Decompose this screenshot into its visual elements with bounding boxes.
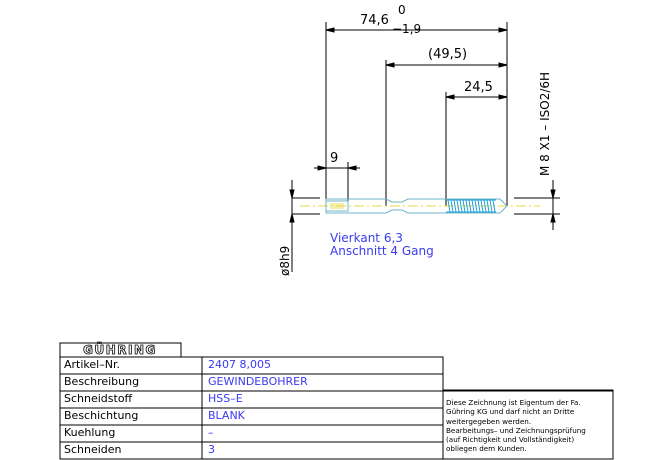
value-description: GEWINDEBOHRER <box>208 375 308 388</box>
gühring-logo: GÜHRING <box>83 342 157 357</box>
disclaimer-line: (auf Richtigkeit und Vollständigkeit) <box>446 435 575 445</box>
overall-length-tol-upper: 0 <box>398 3 406 17</box>
value-article-no: 2407 8,005 <box>208 358 271 371</box>
thread-hatch-line <box>477 199 481 213</box>
tap-outline <box>325 198 508 214</box>
square-drive-face <box>330 203 344 209</box>
disclaimer-line: Bearbeitungs– und Zeichnungsprüfung <box>446 425 586 435</box>
note-chamfer: Anschnitt 4 Gang <box>330 244 434 258</box>
value-flutes: 3 <box>208 443 215 456</box>
thread-hatch-line <box>483 199 487 213</box>
disclaimer-line: Diese Zeichnung ist Eigentum der Fa. <box>446 398 581 407</box>
ref-length-dim: (49,5) <box>428 47 467 62</box>
disclaimer-line: obliegen dem Kunden. <box>446 444 527 454</box>
thread-hatch-line <box>489 199 493 213</box>
square-length-dim: 9 <box>330 151 338 166</box>
thread-hatch-line <box>447 199 451 213</box>
thread-hatch-line <box>468 199 472 213</box>
label-material: Schneidstoff <box>64 392 133 405</box>
thread-spec-dim: M 8 X1 – ISO2/6H <box>538 72 552 176</box>
thread-hatch-line <box>465 199 469 213</box>
thread-hatch-line <box>480 199 484 213</box>
thread-hatch-line <box>462 199 466 213</box>
extension-lines <box>291 22 560 272</box>
overall-length-dim: 74,6 <box>360 13 389 28</box>
tool-body <box>300 198 540 214</box>
diameter-dim: ø8h9 <box>278 246 292 276</box>
thread-hatch-line <box>492 199 496 213</box>
label-article-no: Artikel–Nr. <box>64 358 120 371</box>
label-flutes: Schneiden <box>64 443 122 456</box>
title-block-frame: GÜHRING <box>59 342 614 460</box>
disclaimer-line: weitergegeben werden. <box>446 416 532 426</box>
square-drive <box>325 200 349 212</box>
dimension-lines <box>289 27 556 223</box>
note-square: Vierkant 6,3 <box>330 231 403 245</box>
thread-section <box>447 199 496 213</box>
thread-hatch-line <box>453 199 457 213</box>
label-description: Beschreibung <box>64 375 140 388</box>
label-cooling: Kuehlung <box>64 426 116 439</box>
thread-hatch-line <box>474 199 478 213</box>
disclaimer-line: Gühring KG und darf nicht an Dritte <box>446 407 575 417</box>
value-cooling: – <box>208 426 214 439</box>
label-coating: Beschichtung <box>64 409 139 422</box>
thread-length-dim: 24,5 <box>464 80 493 95</box>
value-material: HSS–E <box>208 392 243 405</box>
ownership-disclaimer: Diese Zeichnung ist Eigentum der Fa. Güh… <box>446 398 614 454</box>
thread-hatch-line <box>471 199 475 213</box>
thread-hatch-line <box>450 199 454 213</box>
thread-hatch-line <box>456 199 460 213</box>
thread-hatch-line <box>459 199 463 213</box>
overall-length-tol-lower: −1,9 <box>392 22 421 36</box>
thread-hatch-line <box>486 199 490 213</box>
value-coating: BLANK <box>208 409 245 422</box>
